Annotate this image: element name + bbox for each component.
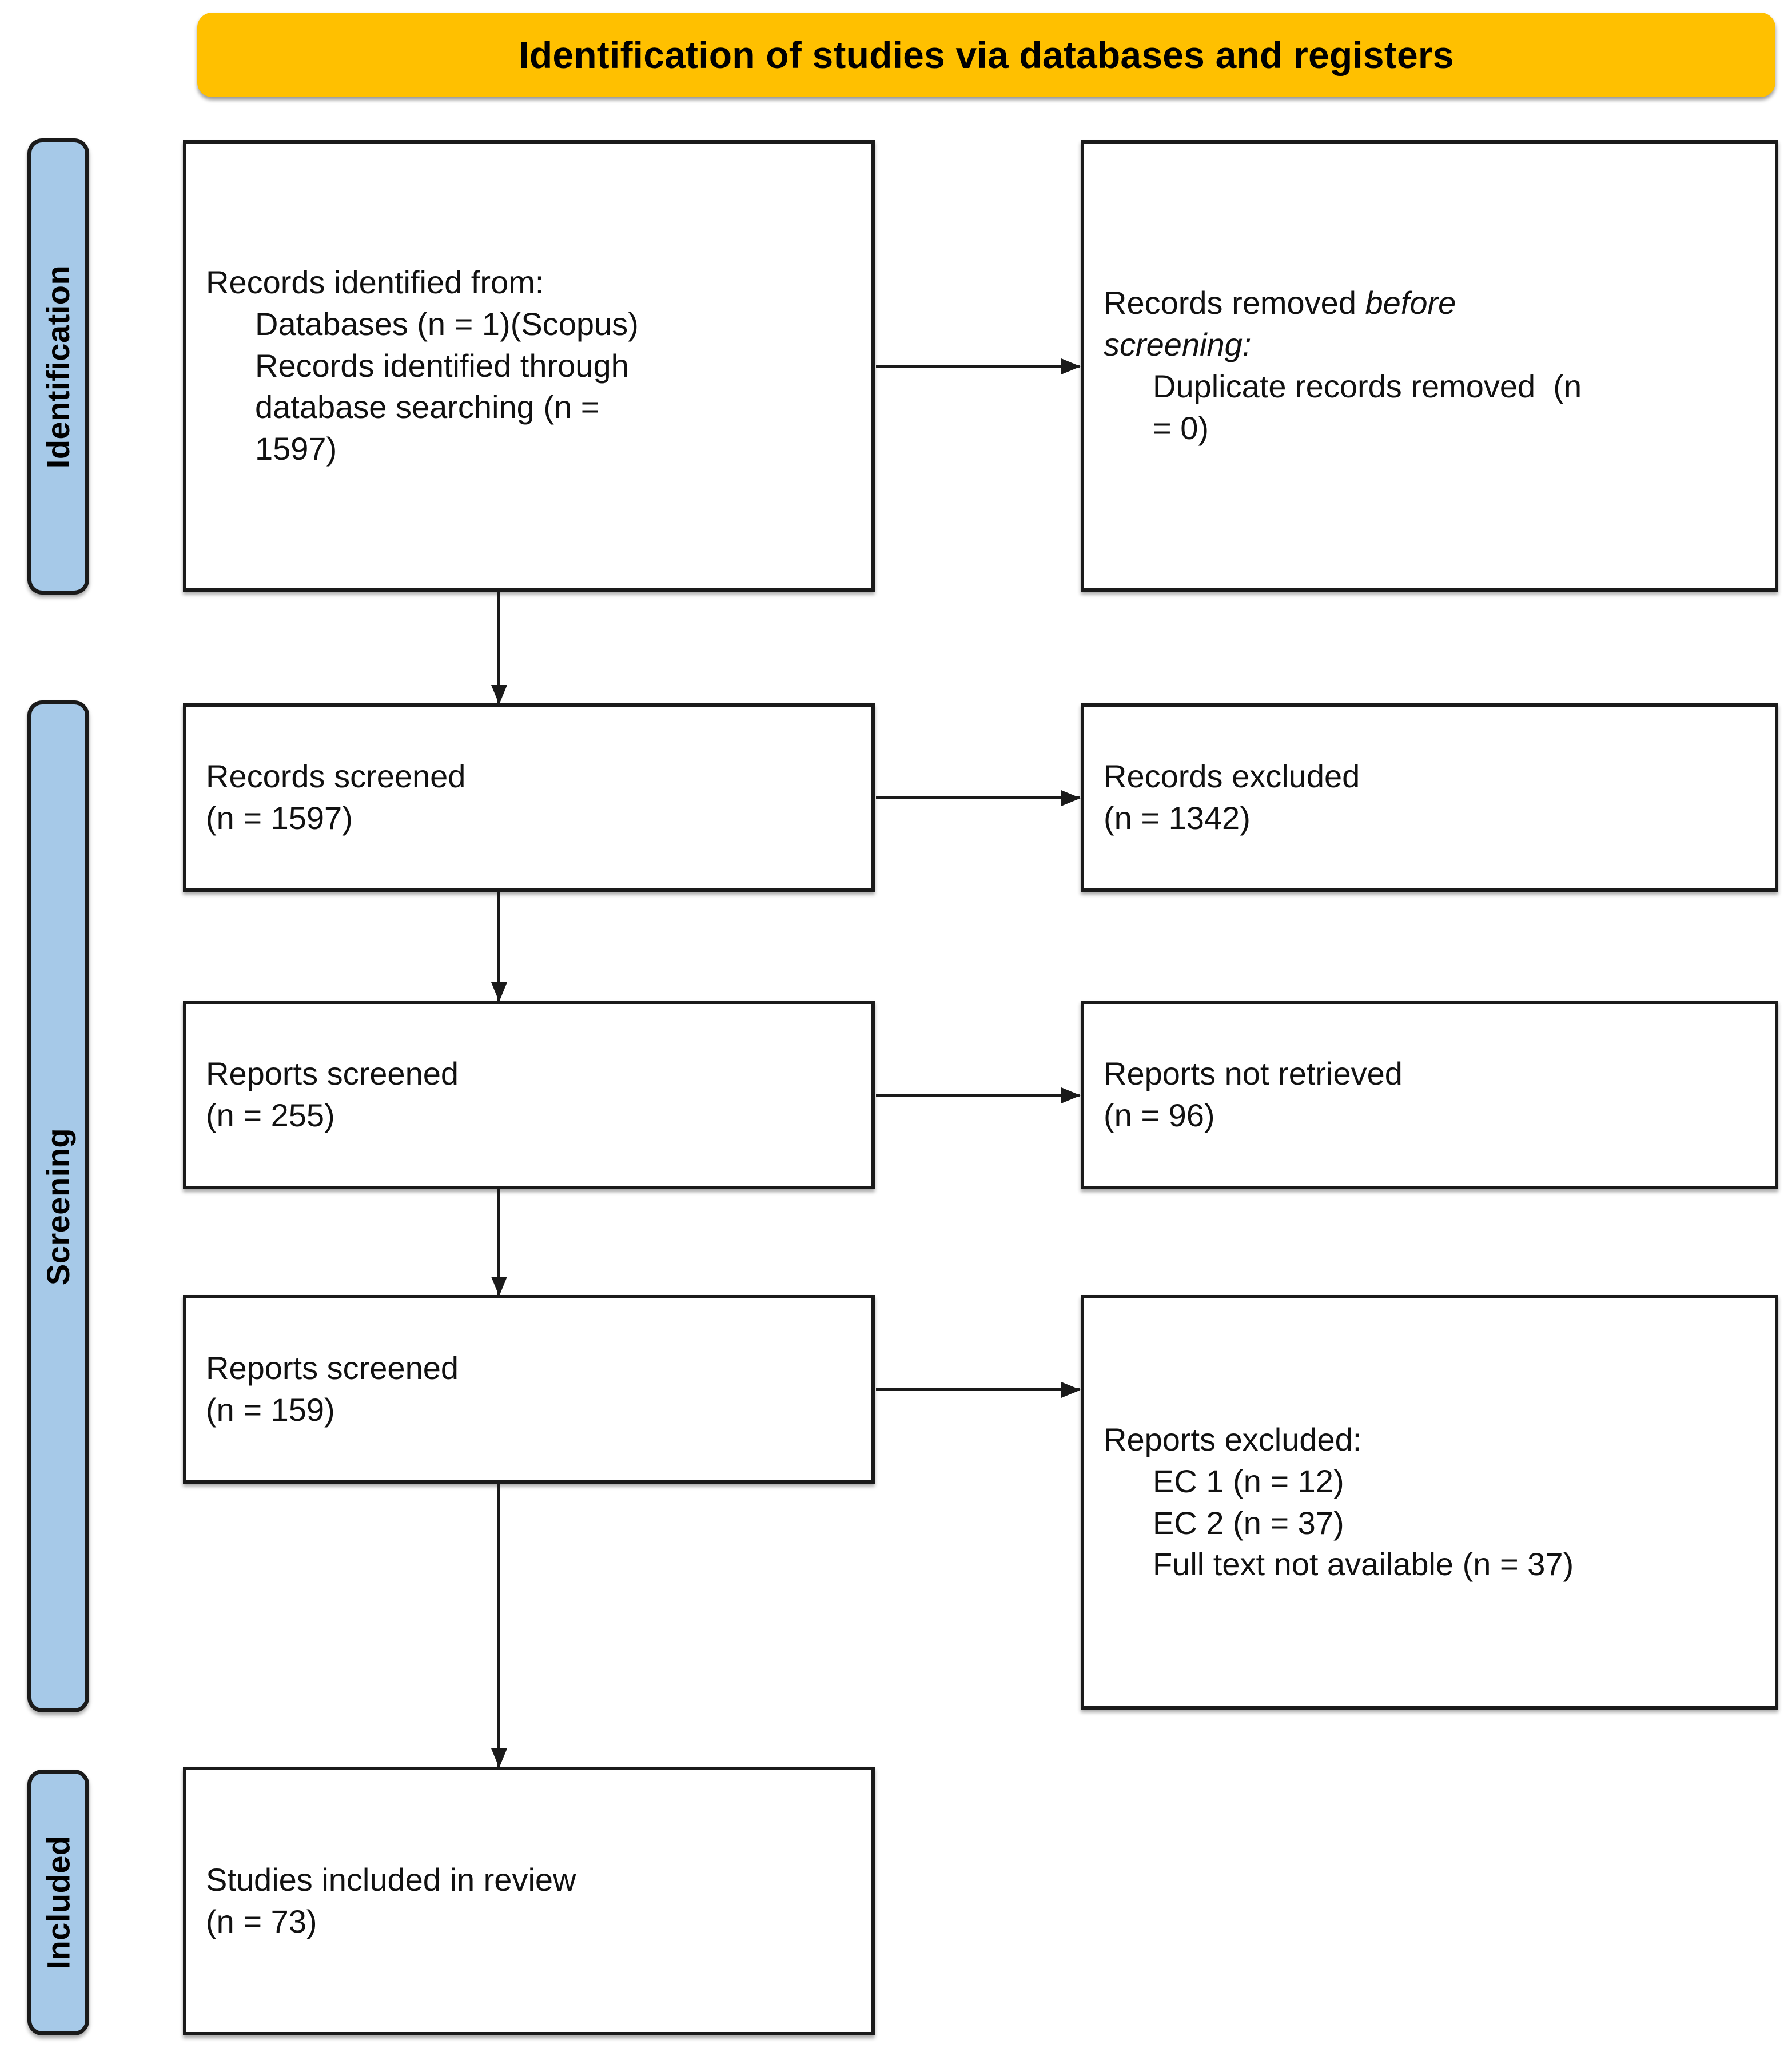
node-records-identified: Records identified from: Databases (n = … <box>183 140 875 592</box>
stage-label-included: Included <box>27 1770 89 2035</box>
stage-label-identification-text: Identification <box>40 265 77 468</box>
connector-records-screened-to-records-excluded <box>876 790 1081 806</box>
node-reports-screened-255-body: Reports screened (n = 255) <box>186 1053 871 1137</box>
node-records-excluded-body: Records excluded (n = 1342) <box>1084 756 1775 839</box>
node-records-removed-body: Records removed before screening: Duplic… <box>1084 282 1775 449</box>
connector-reports-screened-159-to-studies-included <box>491 1484 507 1768</box>
node-line: Duplicate records removed (n <box>1153 368 1582 404</box>
node-line: (n = 96) <box>1104 1097 1215 1133</box>
node-reports-not-retrieved: Reports not retrieved (n = 96) <box>1081 1001 1778 1189</box>
node-line: Records removed before <box>1104 282 1755 324</box>
connector-records-screened-to-reports-screened-255 <box>491 892 507 1002</box>
node-records-excluded: Records excluded (n = 1342) <box>1081 703 1778 892</box>
node-records-removed-before-screening: Records removed before screening: Duplic… <box>1081 140 1778 592</box>
connector-reports-screened-255-to-reports-not-retrieved <box>876 1087 1081 1103</box>
node-line: EC 1 (n = 12) <box>1153 1463 1344 1499</box>
connector-reports-screened-159-to-reports-excluded <box>876 1382 1081 1398</box>
node-line: Records identified through <box>255 347 629 384</box>
node-line: database searching (n = <box>255 389 600 425</box>
node-line: (n = 73) <box>206 1903 317 1939</box>
node-line: Records identified from: <box>206 264 544 300</box>
arrow-down-icon <box>491 1748 507 1768</box>
stage-label-screening: Screening <box>27 700 89 1712</box>
arrow-right-icon <box>1061 1087 1081 1103</box>
connector-reports-screened-255-to-reports-screened-159 <box>491 1189 507 1296</box>
node-reports-screened-159-body: Reports screened (n = 159) <box>186 1348 871 1431</box>
node-studies-included: Studies included in review (n = 73) <box>183 1767 875 2035</box>
node-line: (n = 1342) <box>1104 800 1251 836</box>
node-line: 1597) <box>255 431 337 467</box>
stage-label-identification: Identification <box>27 138 89 595</box>
node-records-screened-body: Records screened (n = 1597) <box>186 756 871 839</box>
node-line-text: Records removed <box>1104 285 1365 321</box>
arrow-down-icon <box>491 685 507 704</box>
node-line: screening: <box>1104 326 1252 363</box>
arrow-right-icon <box>1061 358 1081 374</box>
node-line: Studies included in review <box>206 1862 576 1898</box>
node-reports-excluded-body: Reports excluded: EC 1 (n = 12) EC 2 (n … <box>1084 1419 1775 1585</box>
node-line: = 0) <box>1153 409 1209 446</box>
node-records-screened: Records screened (n = 1597) <box>183 703 875 892</box>
node-records-identified-body: Records identified from: Databases (n = … <box>186 262 871 470</box>
node-line: Reports screened <box>206 1350 459 1386</box>
arrow-right-icon <box>1061 1382 1081 1398</box>
node-line: Records screened <box>206 758 466 795</box>
node-line: Databases (n = 1)(Scopus) <box>255 305 639 342</box>
node-line: Reports screened <box>206 1055 459 1092</box>
page-title: Identification of studies via databases … <box>519 34 1454 76</box>
stage-label-screening-text: Screening <box>40 1127 77 1285</box>
diagram-header-banner: Identification of studies via databases … <box>197 13 1775 97</box>
connector-identified-to-records-screened <box>491 592 507 704</box>
node-line: Reports excluded: <box>1104 1421 1362 1457</box>
node-line: (n = 1597) <box>206 800 353 836</box>
node-line: Reports not retrieved <box>1104 1055 1403 1092</box>
node-reports-screened-255: Reports screened (n = 255) <box>183 1001 875 1189</box>
node-reports-excluded: Reports excluded: EC 1 (n = 12) EC 2 (n … <box>1081 1295 1778 1710</box>
stage-label-included-text: Included <box>40 1835 77 1970</box>
node-line: Full text not available (n = 37) <box>1153 1546 1574 1583</box>
arrow-down-icon <box>491 1277 507 1296</box>
node-line-emphasis: before <box>1365 285 1456 321</box>
node-line: EC 2 (n = 37) <box>1153 1504 1344 1541</box>
node-reports-not-retrieved-body: Reports not retrieved (n = 96) <box>1084 1053 1775 1137</box>
node-line: (n = 255) <box>206 1097 335 1133</box>
node-studies-included-body: Studies included in review (n = 73) <box>186 1859 871 1943</box>
arrow-right-icon <box>1061 790 1081 806</box>
connector-identified-to-records-removed <box>876 358 1081 374</box>
node-reports-screened-159: Reports screened (n = 159) <box>183 1295 875 1484</box>
arrow-down-icon <box>491 982 507 1002</box>
node-line: Records excluded <box>1104 758 1360 795</box>
node-line: (n = 159) <box>206 1392 335 1428</box>
